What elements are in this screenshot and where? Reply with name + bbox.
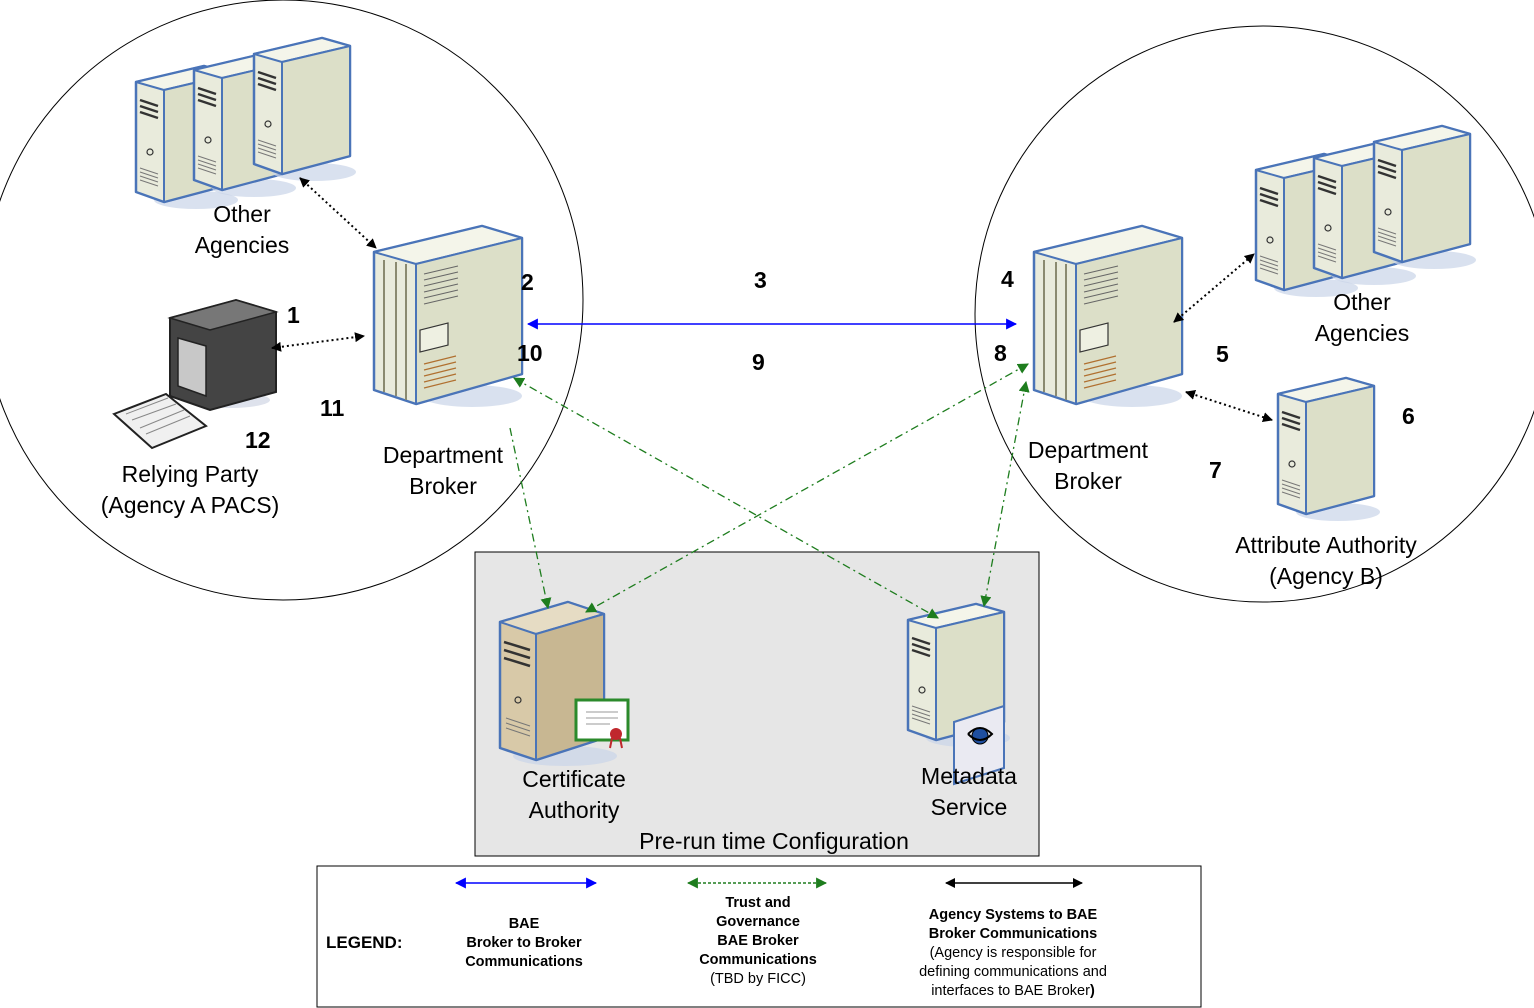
agency-a-boundary xyxy=(0,0,584,601)
attribute-authority-label-line1: Attribute Authority xyxy=(1235,532,1417,558)
step-8: 8 xyxy=(994,340,1007,366)
right-broker-label-line2: Broker xyxy=(1054,468,1122,494)
step-12: 12 xyxy=(245,427,271,453)
legend-blue-line3: Communications xyxy=(465,954,583,970)
left-other-agencies-label-line2: Agencies xyxy=(195,232,290,258)
right-other-agencies-label-line1: Other xyxy=(1333,289,1391,315)
legend-green-note: (TBD by FICC) xyxy=(710,971,806,987)
legend-black-note2: defining communications and xyxy=(919,964,1107,980)
legend-green-line2: Governance xyxy=(716,914,800,930)
right-department-broker-server xyxy=(1032,224,1184,409)
legend-blue-line2: Broker to Broker xyxy=(466,935,582,951)
left-other-agencies-label-line1: Other xyxy=(213,201,271,227)
legend-green-line4: Communications xyxy=(699,952,817,968)
legend-box xyxy=(316,865,1202,1008)
trust-governance-links xyxy=(509,363,1030,619)
legend-black-line2: Broker Communications xyxy=(929,926,1097,942)
legend-blue-line1: BAE xyxy=(509,916,540,932)
step-11: 11 xyxy=(320,395,345,421)
relying-party-label-line2: (Agency A PACS) xyxy=(101,492,280,518)
attribute-authority-server xyxy=(1276,376,1382,523)
left-broker-label-line1: Department xyxy=(383,442,504,468)
legend-black-note3-text: interfaces to BAE Broker xyxy=(931,983,1090,999)
step-2: 2 xyxy=(521,269,534,295)
step-9: 9 xyxy=(752,349,765,375)
left-department-broker-server xyxy=(372,224,524,409)
legend: LEGEND: BAE Broker to Broker Communicati… xyxy=(316,865,1202,1008)
right-broker-label-line1: Department xyxy=(1028,437,1149,463)
certificate-authority-label-line1: Certificate xyxy=(522,766,626,792)
certificate-authority-label-line2: Authority xyxy=(529,797,620,823)
left-broker-label-line2: Broker xyxy=(409,473,477,499)
right-other-agencies-servers xyxy=(1254,124,1478,299)
step-4: 4 xyxy=(1001,266,1014,292)
right-other-agencies-label-line2: Agencies xyxy=(1315,320,1410,346)
step-3: 3 xyxy=(754,267,767,293)
legend-title: LEGEND: xyxy=(326,933,403,952)
metadata-icon xyxy=(953,704,1005,786)
step-6: 6 xyxy=(1402,403,1415,429)
step-7: 7 xyxy=(1209,457,1222,483)
legend-black-note1: (Agency is responsible for xyxy=(930,945,1097,961)
metadata-service-label-line2: Service xyxy=(931,794,1008,820)
agency-links xyxy=(271,177,1273,422)
legend-black-line1: Agency Systems to BAE xyxy=(929,907,1098,923)
metadata-service-label-line1: Metadata xyxy=(921,763,1017,789)
step-10: 10 xyxy=(517,340,543,366)
legend-green-line3: BAE Broker xyxy=(717,933,799,949)
step-1: 1 xyxy=(287,302,300,328)
left-other-agencies-servers xyxy=(134,36,358,211)
relying-party-label-line1: Relying Party xyxy=(122,461,259,487)
legend-green-line1: Trust and xyxy=(725,895,790,911)
step-5: 5 xyxy=(1216,341,1229,367)
legend-black-note3-end: ) xyxy=(1090,983,1095,999)
computer-icon xyxy=(112,298,279,450)
attribute-authority-label-line2: (Agency B) xyxy=(1269,563,1383,589)
config-box-label: Pre-run time Configuration xyxy=(639,828,909,854)
legend-black-note3: interfaces to BAE Broker) xyxy=(931,983,1095,999)
agency-b-boundary xyxy=(974,25,1534,603)
certificate-icon xyxy=(574,698,630,749)
